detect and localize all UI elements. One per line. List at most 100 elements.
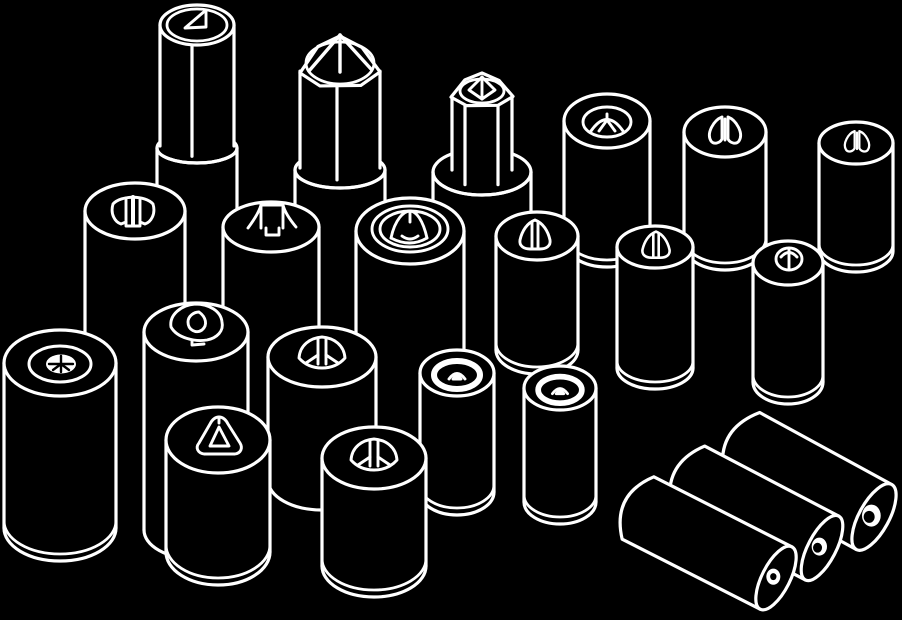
knob-bar-tip-mark bbox=[297, 335, 347, 370]
lying-body bbox=[620, 476, 792, 610]
clover-tip-mark bbox=[774, 246, 804, 272]
knob-bar-tip-mark bbox=[349, 437, 399, 472]
flag-tip-mark bbox=[183, 8, 208, 30]
bottom-rim-line bbox=[494, 341, 580, 369]
die-11 bbox=[615, 224, 695, 391]
lying-body bbox=[722, 412, 892, 550]
bottom-edge bbox=[164, 550, 272, 587]
tip-stroke bbox=[208, 425, 231, 448]
bottom-rim-line bbox=[320, 557, 428, 592]
bottom-rim-line bbox=[817, 242, 895, 267]
bottom-rim-line bbox=[164, 543, 272, 580]
lying-outline bbox=[618, 475, 794, 611]
tip-stroke bbox=[554, 387, 566, 396]
tip-stroke bbox=[59, 362, 71, 372]
bottom-edge bbox=[751, 380, 825, 406]
tip-stroke bbox=[304, 353, 320, 365]
die-12 bbox=[751, 239, 825, 406]
bit-slot-tip-mark bbox=[110, 195, 156, 228]
cone-ring-tip-mark bbox=[581, 105, 633, 139]
tip-ring bbox=[774, 246, 804, 272]
tip-stroke bbox=[518, 218, 552, 251]
tip-stroke bbox=[843, 129, 856, 153]
hole-notch bbox=[813, 542, 823, 553]
thick-ring-tip-mark bbox=[535, 373, 585, 407]
die-19 bbox=[320, 425, 428, 599]
bit-tri-tip-mark bbox=[641, 230, 671, 260]
top-face bbox=[221, 200, 321, 254]
tip-stroke bbox=[264, 226, 281, 237]
tip-stroke bbox=[297, 335, 347, 370]
die-17 bbox=[522, 364, 598, 526]
thick-ring-tip-mark bbox=[431, 358, 483, 392]
wheel-tip-mark bbox=[46, 354, 76, 374]
top-ring bbox=[27, 344, 93, 384]
die-16 bbox=[418, 348, 496, 517]
crown-tip-mark bbox=[246, 201, 298, 237]
tip-stroke bbox=[190, 338, 206, 347]
die-18 bbox=[164, 405, 272, 587]
tip-stroke bbox=[376, 455, 392, 467]
tip-stroke bbox=[451, 372, 463, 381]
tip-stroke bbox=[641, 230, 671, 260]
swirl-knob-tip-mark bbox=[169, 302, 224, 347]
tip-stroke bbox=[324, 353, 340, 365]
bore-hole bbox=[811, 537, 827, 556]
tip-stroke bbox=[183, 8, 208, 30]
rolled-cylinder-3 bbox=[618, 475, 798, 612]
tip-stroke bbox=[349, 437, 399, 472]
tip-stroke bbox=[195, 415, 243, 456]
bore-hole bbox=[862, 504, 881, 527]
tip-stroke bbox=[186, 310, 207, 334]
base-front-rim bbox=[155, 146, 239, 165]
bottom-edge bbox=[615, 366, 695, 391]
rolled-cylinder-1 bbox=[720, 410, 898, 552]
top-face bbox=[164, 405, 272, 475]
bottom-edge bbox=[522, 500, 598, 526]
lying-body bbox=[669, 446, 839, 580]
top-face bbox=[615, 224, 695, 270]
hole-notch bbox=[863, 510, 875, 523]
tip-ring bbox=[370, 204, 450, 254]
bottom-rim-line bbox=[522, 493, 598, 519]
base-front-rim bbox=[293, 168, 387, 190]
top-face bbox=[320, 425, 428, 491]
die-13 bbox=[2, 328, 118, 563]
tip-ring bbox=[581, 105, 633, 139]
tip-stroke bbox=[169, 302, 224, 342]
tip-ring bbox=[431, 358, 483, 392]
hole-center bbox=[770, 573, 777, 581]
die-10 bbox=[494, 210, 580, 376]
bottom-rim-line bbox=[751, 373, 825, 399]
rolled-cylinder-2 bbox=[668, 444, 845, 583]
die-6 bbox=[817, 120, 895, 274]
tip-stroke bbox=[708, 115, 724, 145]
wing-cone-tip-mark bbox=[708, 115, 742, 145]
bottom-edge bbox=[2, 526, 118, 563]
bottom-rim-line bbox=[2, 519, 118, 556]
bottom-edge bbox=[320, 564, 428, 599]
tip-stroke bbox=[356, 455, 372, 467]
tip-stroke bbox=[726, 115, 742, 145]
tip-stroke bbox=[246, 203, 298, 230]
delta-tip-mark bbox=[195, 415, 243, 456]
tip-stroke bbox=[51, 362, 63, 372]
pyramid-tip-mark bbox=[307, 33, 373, 74]
bit-tri-tip-mark bbox=[518, 218, 552, 251]
wing-cone-tip-mark bbox=[843, 129, 871, 153]
tip-ring bbox=[535, 373, 585, 407]
tip-stroke bbox=[259, 201, 285, 207]
base-front-rim bbox=[431, 170, 533, 197]
bore-hole bbox=[766, 568, 781, 585]
hex-shaft-body bbox=[300, 62, 380, 173]
tip-stroke bbox=[389, 236, 429, 245]
hex-shaft-body bbox=[160, 25, 234, 151]
funnel-tip-mark bbox=[370, 204, 450, 254]
diamond-tip-mark bbox=[467, 75, 497, 101]
die-5 bbox=[682, 105, 768, 272]
hex-top-chamfer bbox=[165, 7, 229, 43]
bottom-rim-line bbox=[615, 359, 695, 384]
tip-stroke bbox=[400, 234, 420, 241]
